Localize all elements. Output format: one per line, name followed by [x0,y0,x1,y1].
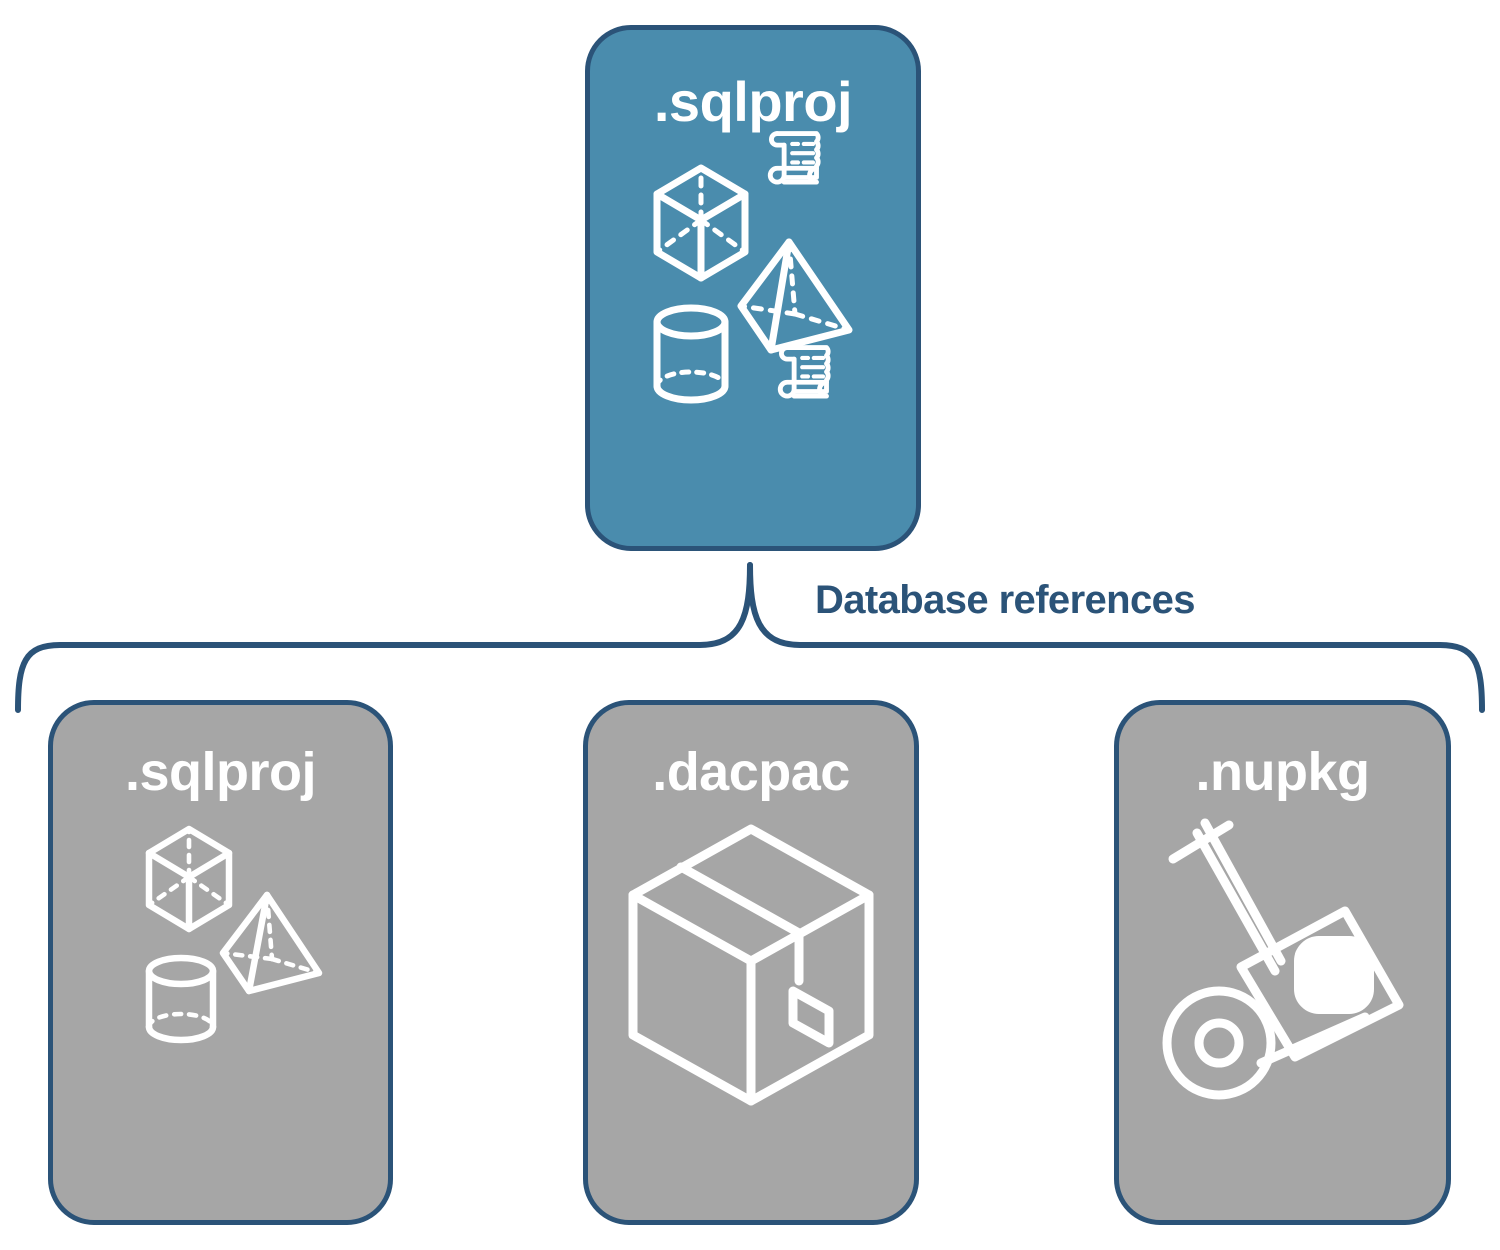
brace-connector [15,562,1485,713]
child-nupkg-icon-group [1157,818,1409,1111]
node-child-nupkg[interactable]: .nupkg [1114,700,1451,1225]
root-icon-group [643,131,863,424]
child-sqlproj-icon-group [115,813,327,1045]
package-box-icon [628,824,874,1106]
pyramid-icon [737,238,853,354]
cube-icon [653,164,749,282]
cylinder-icon [653,304,729,404]
scroll-icon [777,345,831,399]
brace-left-arm [15,562,753,713]
node-child-sqlproj[interactable]: .sqlproj [48,700,393,1225]
brace-label: Database references [815,578,1196,622]
node-child-dacpac[interactable]: .dacpac [583,700,919,1225]
node-child-sqlproj-label: .sqlproj [124,742,317,802]
nuget-package-icon [1236,906,1403,1062]
node-root-label: .sqlproj [653,70,853,133]
cube-icon [145,825,232,933]
node-root-sqlproj[interactable]: .sqlproj [585,25,921,551]
child-dacpac-icon-group [625,821,877,1109]
hand-truck-icon [1162,818,1369,1100]
node-child-nupkg-label: .nupkg [1195,742,1370,802]
pyramid-icon [219,891,322,995]
cylinder-icon [145,954,216,1044]
node-child-dacpac-label: .dacpac [652,742,850,802]
scroll-icon [767,131,821,185]
